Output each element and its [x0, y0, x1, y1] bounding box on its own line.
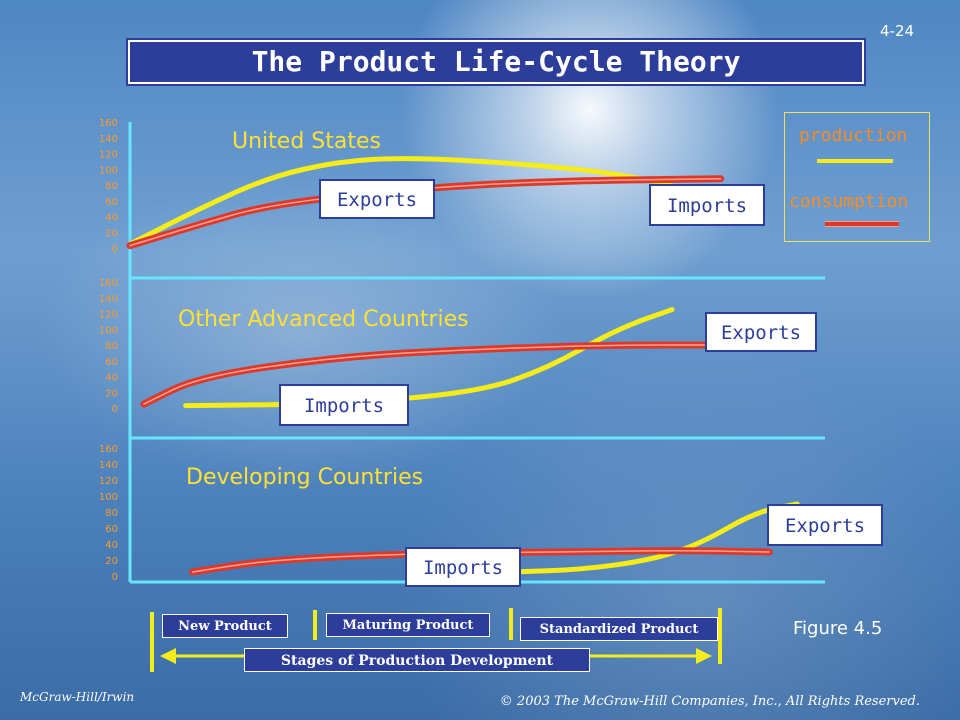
stage-new-product: New Product [162, 614, 288, 638]
annotation-box-imports [405, 547, 521, 587]
y-tick-label: 140 [99, 134, 118, 145]
panel-title-3: Developing Countries [186, 465, 423, 490]
y-tick-label: 20 [105, 556, 118, 567]
panel-title-1: United States [232, 129, 381, 154]
stage-standardized-product: Standardized Product [520, 617, 718, 641]
y-tick-label: 160 [99, 278, 118, 289]
legend-consumption-label: consumption [789, 191, 909, 212]
y-tick-label: 140 [99, 294, 118, 305]
production-line-2 [183, 307, 675, 409]
legend-production-label: production [799, 125, 908, 146]
annotation-imports: Imports [423, 557, 503, 579]
annotation-box-exports [705, 312, 817, 352]
y-tick-label: 100 [99, 492, 118, 503]
stage-maturing-product: Maturing Product [326, 613, 490, 637]
y-tick-label: 0 [112, 572, 118, 583]
slide-title: The Product Life-Cycle Theory [126, 38, 866, 86]
y-tick-label: 120 [99, 476, 118, 487]
y-tick-label: 0 [112, 244, 118, 255]
annotation-box-imports [649, 184, 765, 226]
annotation-box-imports [279, 384, 409, 426]
y-tick-label: 80 [105, 341, 118, 352]
y-tick-label: 120 [99, 150, 118, 161]
slide-number: 4-24 [880, 22, 915, 40]
stage-arrow-right [696, 648, 712, 664]
y-tick-label: 120 [99, 310, 118, 321]
legend-consumption-line [825, 221, 899, 227]
footer-publisher: McGraw-Hill/Irwin [20, 690, 135, 704]
y-tick-label: 100 [99, 165, 118, 176]
annotation-box-exports [767, 504, 883, 546]
y-tick-label: 160 [99, 444, 118, 455]
annotation-exports: Exports [337, 189, 417, 211]
y-tick-label: 40 [105, 540, 118, 551]
y-tick-label: 20 [105, 388, 118, 399]
y-tick-label: 160 [99, 118, 118, 129]
production-line-3 [509, 501, 800, 575]
chart-axes [128, 122, 825, 584]
y-tick-label: 40 [105, 373, 118, 384]
panel-title-2: Other Advanced Countries [178, 307, 469, 332]
annotation-imports: Imports [304, 395, 384, 417]
stages-caption: Stages of Production Development [244, 648, 590, 672]
y-tick-label: 20 [105, 228, 118, 239]
annotation-imports: Imports [667, 195, 747, 217]
y-tick-label: 0 [112, 404, 118, 415]
y-tick-label: 60 [105, 524, 118, 535]
consumption-line-highlight-2 [143, 344, 722, 405]
annotation-exports: Exports [785, 515, 865, 537]
y-ticks: 160 140 120 100 80 60 40 20 0 160 140 120 100 80 60 40 2… [99, 118, 118, 583]
annotation-box-exports [319, 179, 435, 219]
y-tick-label: 80 [105, 181, 118, 192]
legend-production-line [817, 159, 893, 163]
y-tick-label: 60 [105, 197, 118, 208]
figure-label: Figure 4.5 [793, 618, 883, 639]
y-tick-label: 60 [105, 357, 118, 368]
y-tick-label: 100 [99, 325, 118, 336]
y-tick-label: 140 [99, 460, 118, 471]
footer-copyright: © 2003 The McGraw-Hill Companies, Inc., … [499, 694, 920, 709]
y-tick-label: 80 [105, 508, 118, 519]
legend: production consumption [784, 112, 930, 242]
stage-arrow-left [160, 648, 176, 664]
annotation-exports: Exports [721, 322, 801, 344]
y-tick-label: 40 [105, 213, 118, 224]
